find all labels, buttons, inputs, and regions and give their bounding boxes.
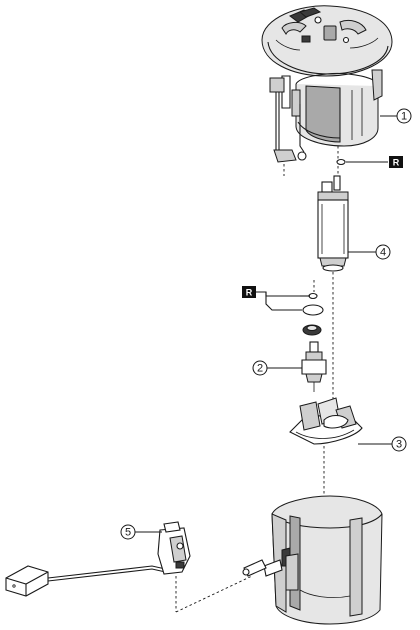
callout-1-label: 1 (401, 111, 407, 123)
part-3-lower-bracket (289, 397, 363, 445)
o-ring-top (336, 158, 346, 166)
part-5-fuel-level-sender (5, 521, 191, 597)
part-4-fuel-pump (317, 175, 349, 272)
replace-mark-left: R (242, 286, 256, 298)
callout-1: 1 (380, 108, 412, 124)
part-1-fuel-pump-module (261, 5, 393, 163)
callout-2: 2 (252, 360, 302, 376)
connector-bolt (242, 559, 267, 577)
part-2-pressure-regulator (301, 341, 327, 392)
replace-mark-left-label: R (246, 288, 253, 298)
replace-mark-top-label: R (393, 158, 400, 168)
replace-mark-top: R (389, 156, 403, 168)
callout-4: 4 (348, 244, 391, 260)
callout-4-label: 4 (380, 247, 386, 259)
lower-housing (263, 495, 383, 625)
assembly-line-sender-2 (175, 575, 253, 613)
o-ring-set (256, 291, 324, 316)
callout-5-label: 5 (125, 527, 131, 539)
callout-3-label: 3 (396, 439, 402, 451)
callout-2-label: 2 (257, 363, 263, 375)
callout-5: 5 (120, 524, 162, 540)
damper-ring (302, 324, 322, 336)
callout-3: 3 (358, 436, 407, 452)
